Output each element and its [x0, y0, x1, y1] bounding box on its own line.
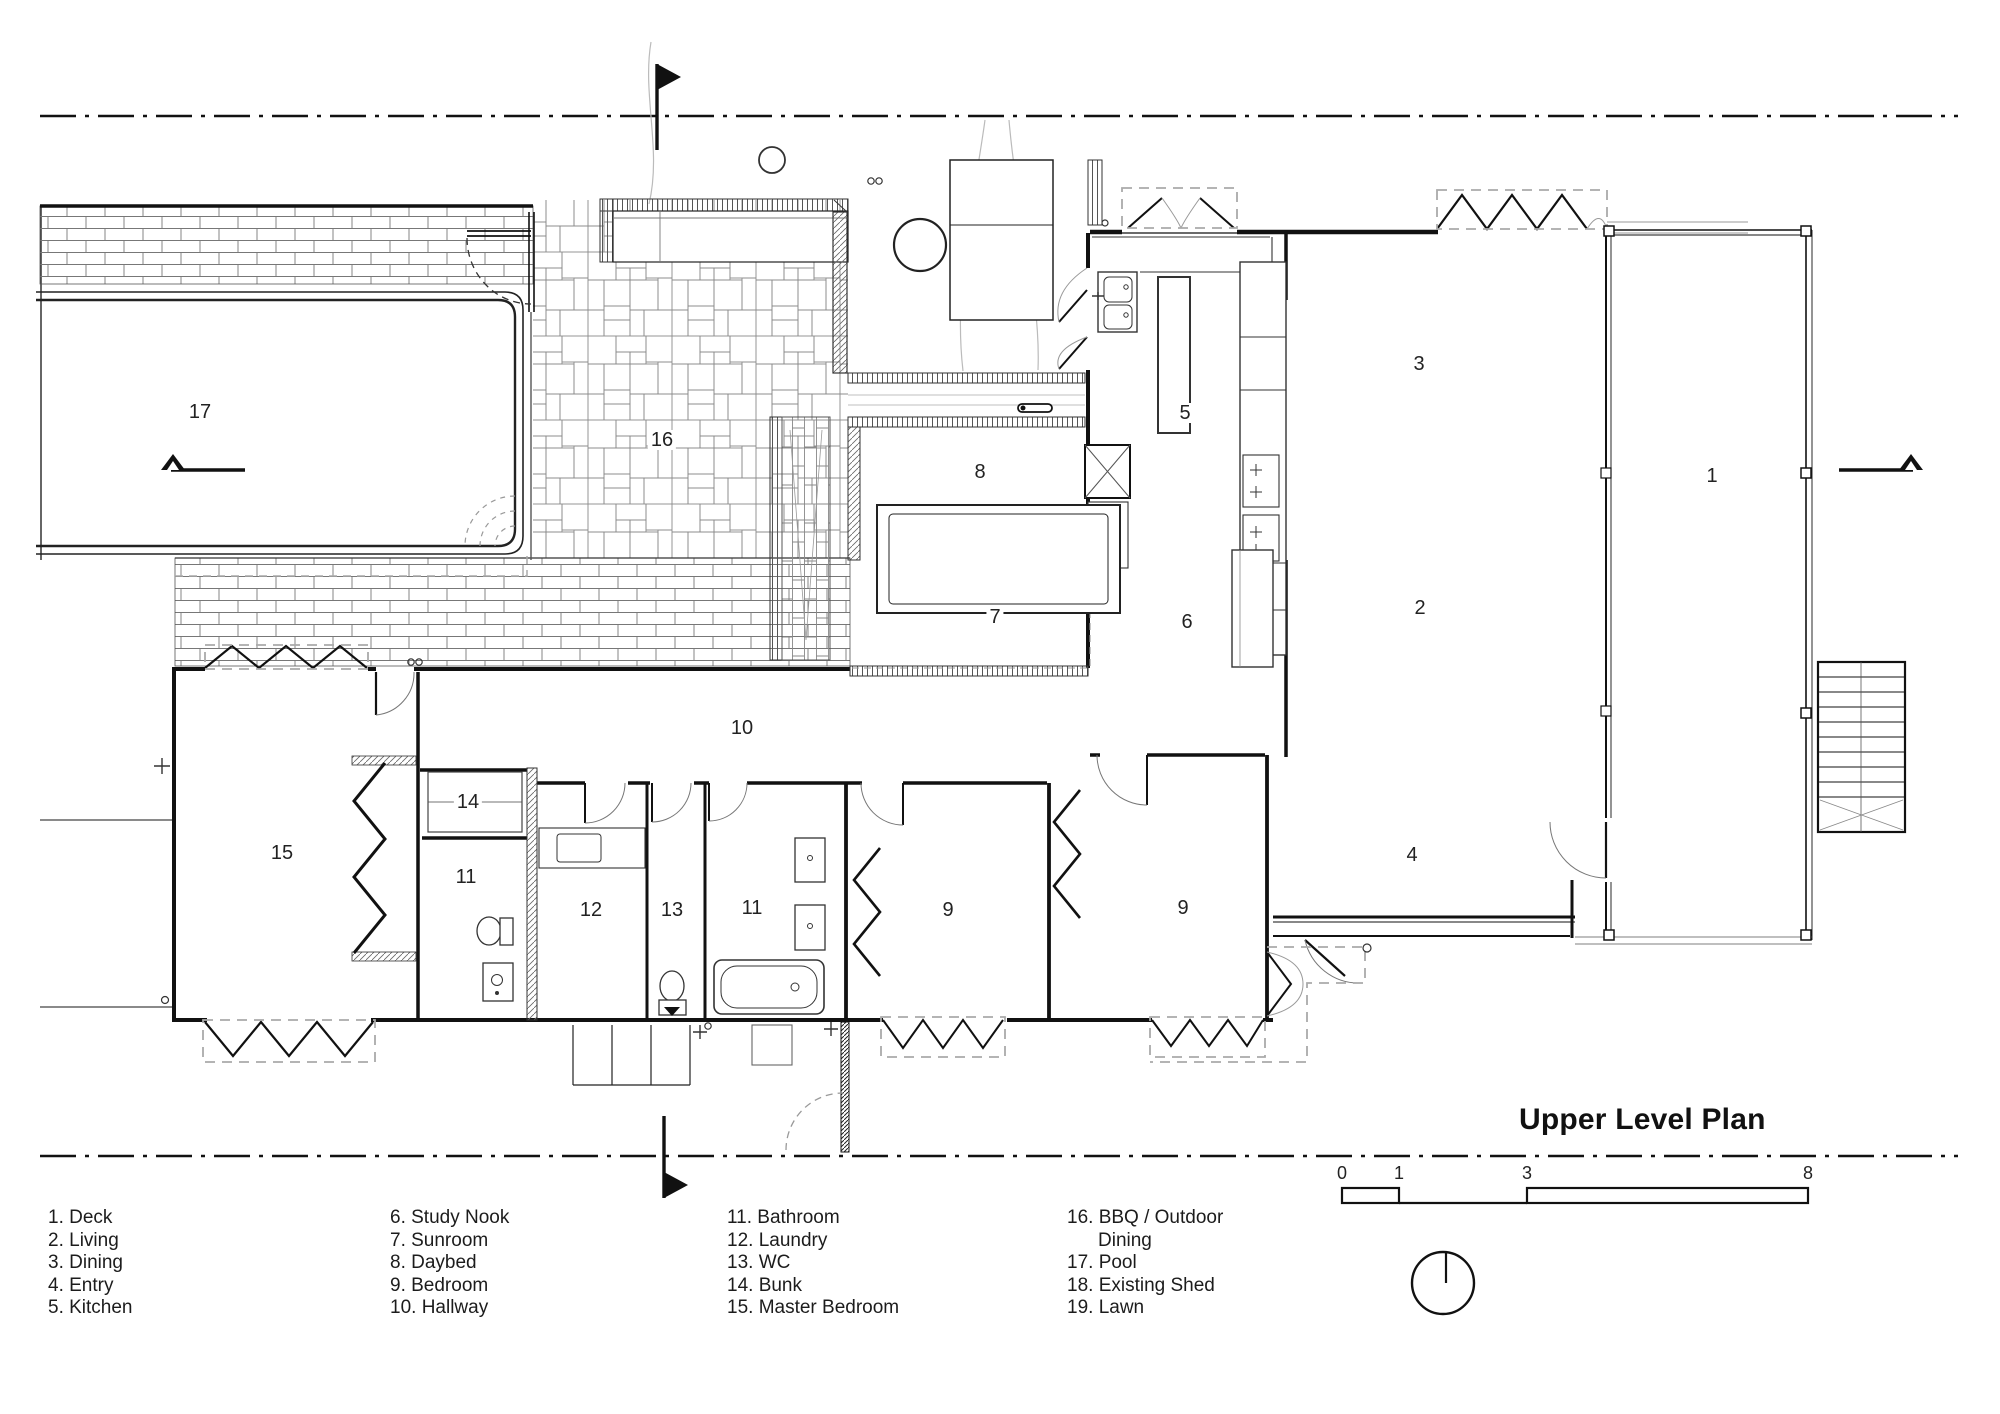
house-walls [172, 226, 1612, 1022]
awning-dashed-boxes [202, 187, 1608, 1063]
section-flag-top-icon [655, 64, 681, 150]
legend-entry: 2. Living [48, 1229, 119, 1251]
legend-entry: 10. Hallway [390, 1297, 489, 1319]
external-stairs [1816, 660, 1907, 834]
bbq-bench-seat [599, 198, 849, 263]
legend-entry: 16. BBQ / Outdoor [1067, 1207, 1224, 1228]
room-number-label: 6 [1178, 612, 1196, 632]
room-number-label: 11 [452, 867, 480, 887]
legend-entry: 13. WC [727, 1252, 791, 1274]
room-number-label: 4 [1403, 845, 1421, 865]
door-swings [374, 671, 1608, 1151]
paving-areas [39, 200, 851, 667]
kitchen-fixtures [1092, 261, 1287, 656]
north-arrow-icon [1410, 1250, 1476, 1316]
legend-entry: 11. Bathroom [727, 1207, 840, 1228]
legend-entry: 8. Daybed [390, 1252, 477, 1274]
room-number-label: 15 [267, 843, 297, 863]
daybed-platform [876, 504, 1121, 614]
section-marker-left-icon [161, 454, 245, 472]
legend-entry: 6. Study Nook [390, 1207, 510, 1228]
wall-bathroom-laundry [526, 767, 538, 1021]
room-number-label: 11 [738, 898, 766, 918]
room-number-label: 1 [1703, 466, 1721, 486]
legend-entry-wrap: Dining [1098, 1229, 1152, 1251]
room-number-label: 8 [971, 462, 989, 482]
scale-tick-number: 3 [1521, 1163, 1533, 1183]
legend-entry: 4. Entry [48, 1274, 114, 1296]
scale-bar [1340, 1186, 1810, 1205]
legend-entry: 12. Laundry [727, 1229, 828, 1251]
boardwalk [847, 372, 1086, 428]
scale-tick-number: 8 [1802, 1163, 1814, 1183]
south-fence [840, 1021, 850, 1153]
legend-entry: 17. Pool [1067, 1252, 1137, 1274]
pool [36, 212, 535, 577]
legend-entry: 9. Bedroom [390, 1274, 489, 1296]
section-flag-bottom-icon [662, 1116, 688, 1198]
legend-entry: 3. Dining [48, 1252, 123, 1274]
scale-tick-number: 0 [1336, 1163, 1348, 1183]
scale-tick-number: 1 [1393, 1163, 1405, 1183]
legend-entry: 18. Existing Shed [1067, 1274, 1215, 1296]
legend-entry: 7. Sunroom [390, 1229, 489, 1251]
wardrobe-zigzags [352, 762, 1082, 977]
legend-entry: 5. Kitchen [48, 1297, 133, 1319]
room-number-label: 7 [986, 607, 1004, 627]
robe-cap [351, 951, 417, 962]
small-symbols [154, 177, 1372, 1039]
room-number-label: 5 [1176, 403, 1194, 423]
room-number-label: 16 [647, 430, 677, 450]
legend-entry: 19. Lawn [1067, 1297, 1145, 1319]
section-marker-right-icon [1839, 454, 1923, 472]
legend-entry: 15. Master Bedroom [727, 1297, 900, 1319]
room-number-label: 9 [939, 900, 957, 920]
sunroom-sill [849, 665, 1089, 677]
room-number-label: 2 [1411, 598, 1429, 618]
legend-entry: 1. Deck [48, 1207, 113, 1228]
legend-entry: 14. Bunk [727, 1274, 802, 1296]
plan-title: Upper Level Plan [1519, 1103, 1766, 1136]
bathroom-fixtures [476, 827, 826, 1016]
room-number-label: 10 [727, 718, 757, 738]
room-number-label: 17 [185, 402, 215, 422]
courtyard-east-wall [832, 211, 848, 374]
deck-and-glazing [1575, 221, 1813, 945]
planter-box [949, 159, 1103, 321]
boundary-lines [40, 114, 1958, 1158]
outdoor-steps [572, 1024, 793, 1086]
room-number-label: 9 [1174, 898, 1192, 918]
study-nook-desk [1231, 549, 1274, 668]
room-number-label: 14 [453, 792, 483, 812]
room-number-label: 3 [1410, 354, 1428, 374]
room-number-label: 12 [576, 900, 606, 920]
bifold-doors [204, 193, 1608, 1058]
room-number-label: 13 [657, 900, 687, 920]
daybed-west-wall [847, 426, 861, 561]
site-fences [40, 206, 176, 1008]
